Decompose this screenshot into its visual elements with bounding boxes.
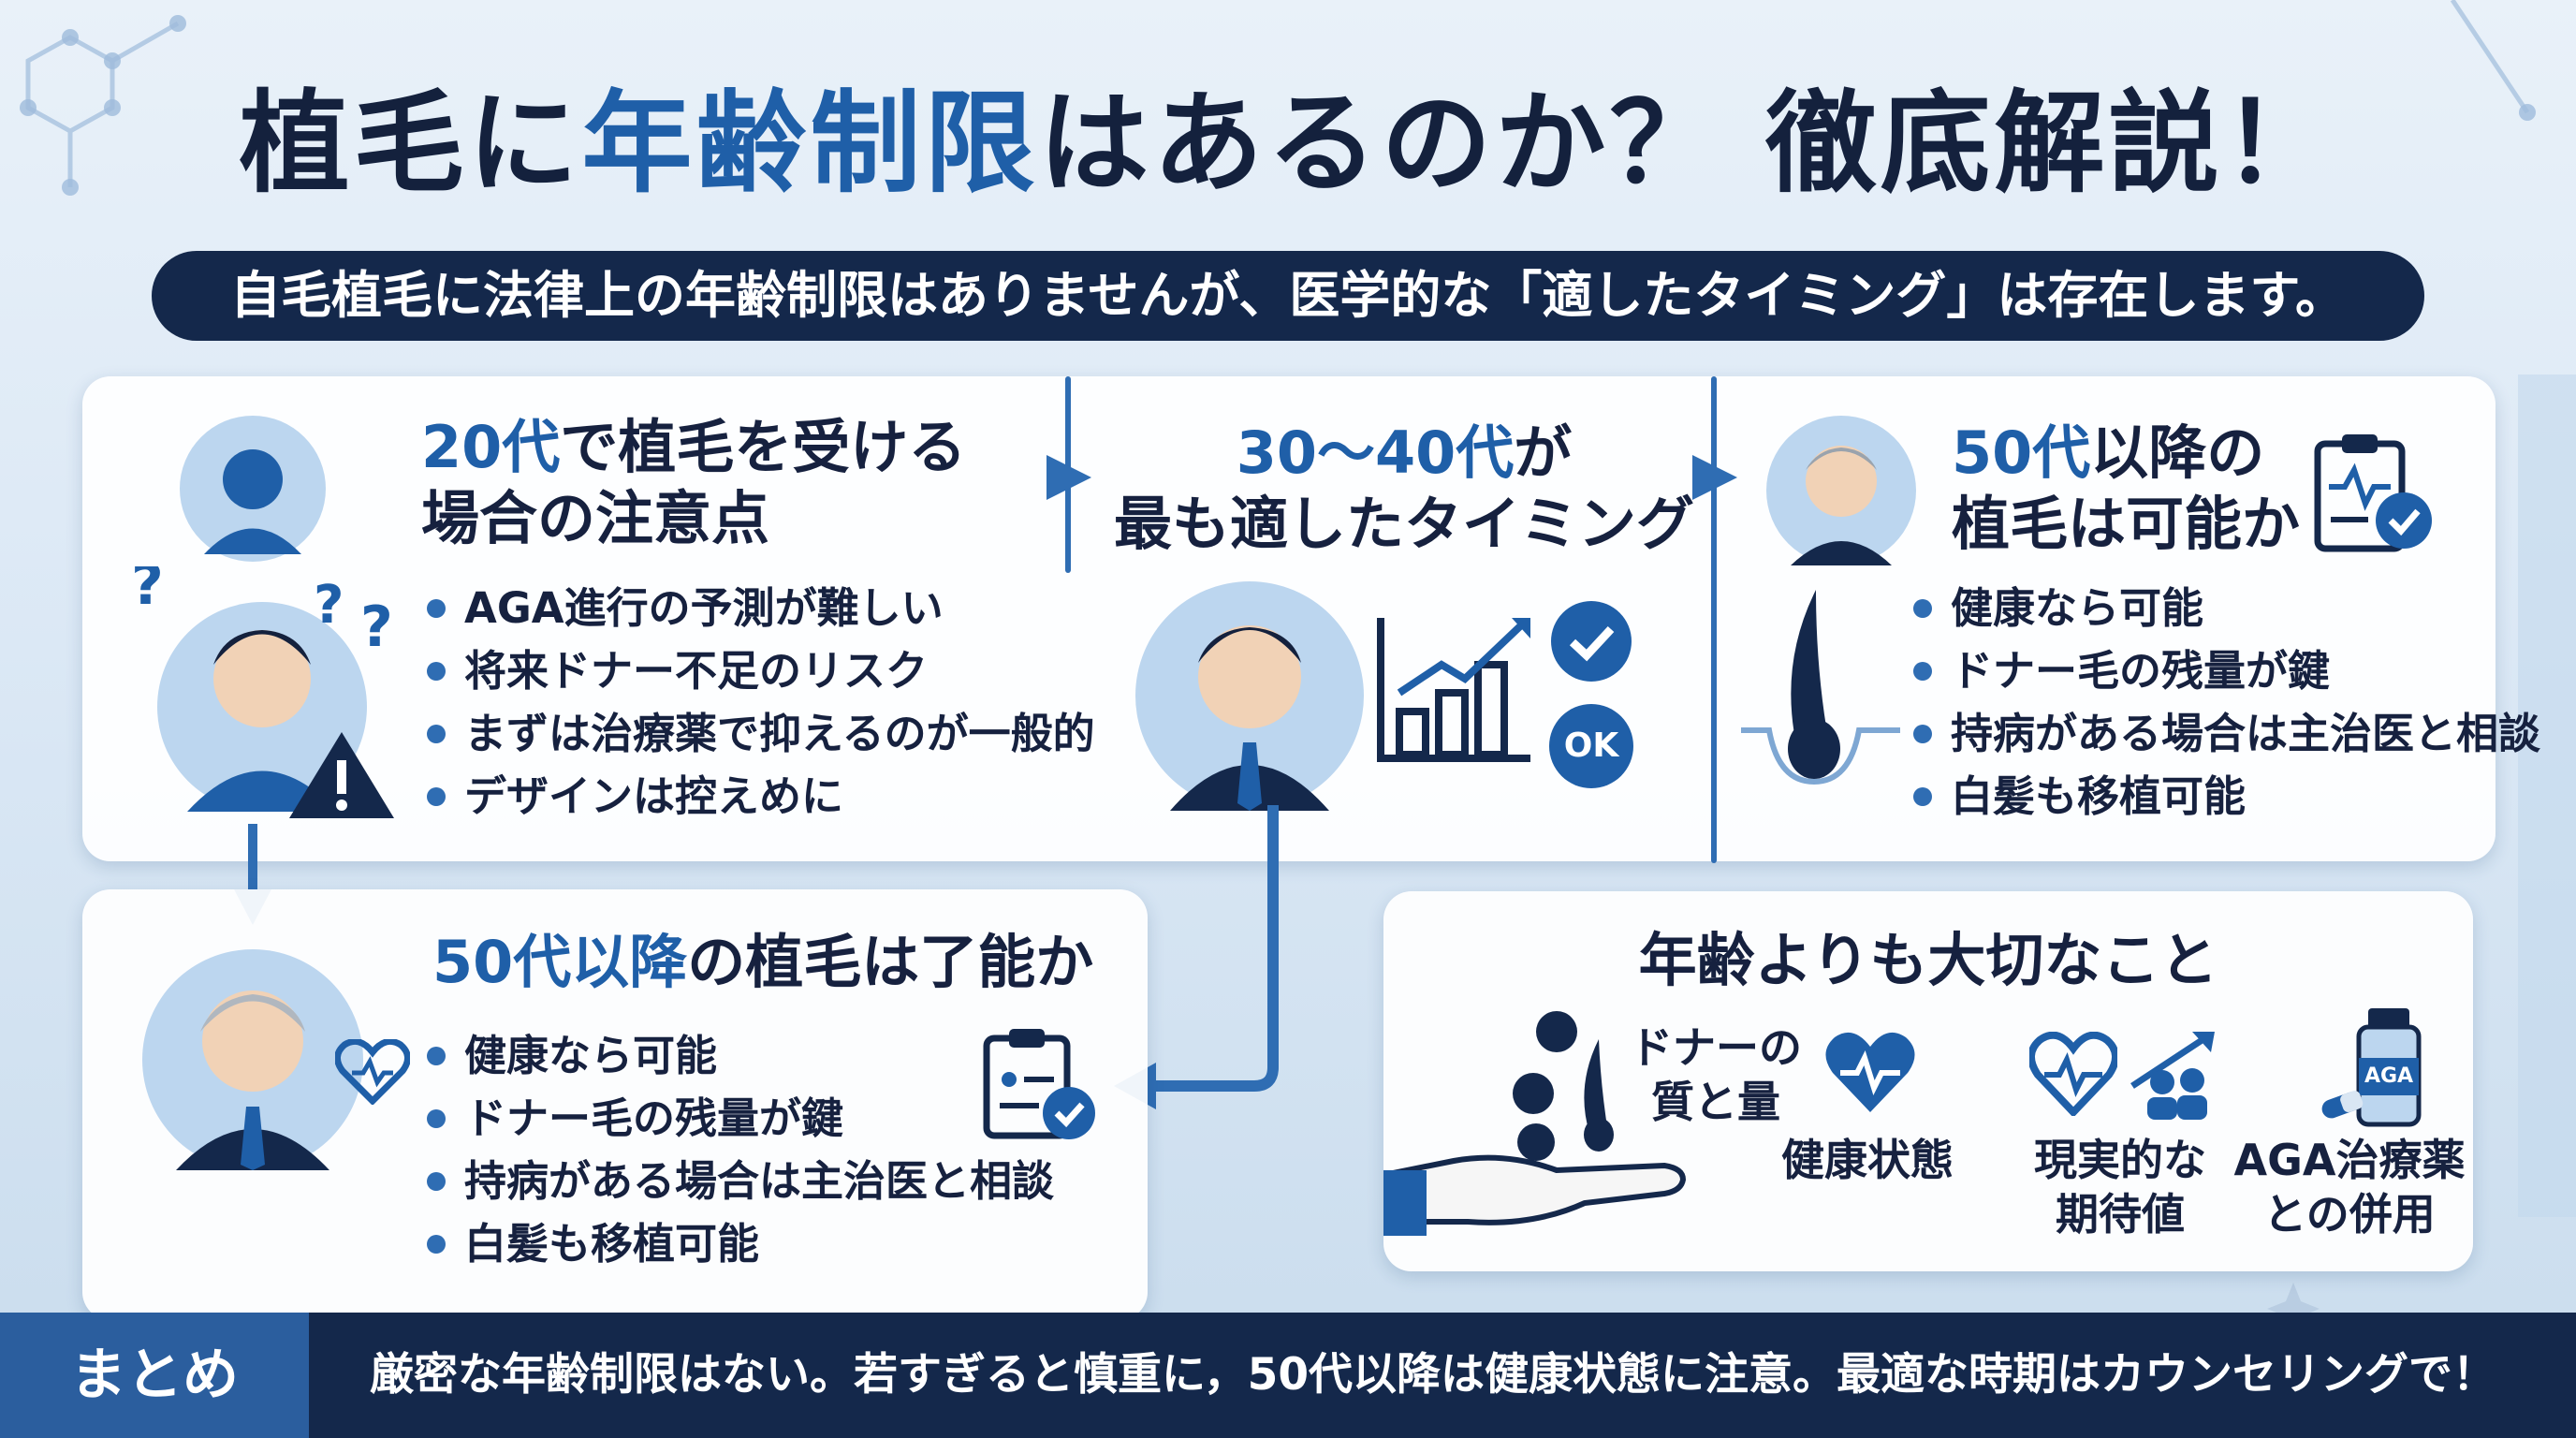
growth-chart-icon — [1377, 618, 1530, 762]
list-item: 持病がある場合は主治医と相談 — [423, 1150, 1054, 1212]
summary-bar — [0, 1313, 2576, 1438]
section-30s-heading: 30〜40代が 最も適したタイミング — [1114, 418, 1695, 558]
ok-badge: OK — [1549, 704, 1633, 788]
hair-follicle-icon — [1741, 590, 1900, 785]
summary-text: 厳密な年齢制限はない。若すぎると慎重に，50代以降は健康状態に注意。最適な時期は… — [370, 1349, 2497, 1401]
arrow-right-icon — [1046, 455, 1091, 500]
important-heading: 年齢よりも大切なこと — [1638, 926, 2218, 994]
list-item: 白髪も移植可能 — [423, 1212, 1054, 1275]
warning-icon — [289, 732, 394, 818]
svg-text:?: ? — [314, 575, 344, 636]
divider-right — [1711, 376, 1717, 863]
factor-medication-label: AGA治療薬との併用 — [2233, 1135, 2466, 1240]
heart-pulse-icon — [2029, 1032, 2117, 1116]
list-item: デザインは控えめに — [423, 765, 1095, 828]
section-50s-bottom-heading: 50代以降の植毛は了能か — [432, 928, 1094, 996]
list-item: まずは治療薬で抑えるのが一般的 — [423, 702, 1095, 765]
clipboard-check-icon — [2314, 434, 2432, 552]
section-50s-top-list: 健康なら可能 ドナー毛の残量が鍵 持病がある場合は主治医と相談 白髪も移植可能 — [1910, 577, 2540, 828]
heart-pulse-icon — [1825, 1032, 1915, 1112]
check-circle-icon — [1551, 601, 1632, 682]
section-50s-top-heading: 50代以降の 植毛は可能か — [1952, 418, 2301, 558]
section-20s-list: AGA進行の予測が難しい 将来ドナー不足のリスク まずは治療薬で抑えるのが一般的… — [423, 577, 1095, 828]
hand-holding-hair-icon — [1383, 1011, 1687, 1236]
arrow-right-icon — [1692, 455, 1737, 500]
businessman-avatar-icon — [1135, 581, 1364, 811]
growth-people-icon — [2130, 1032, 2215, 1120]
medicine-bottle-icon: AGA — [2320, 1006, 2451, 1128]
young-man-avatar-icon — [180, 416, 326, 562]
senior-man-avatar-icon — [1766, 416, 1916, 565]
clipboard-check-icon — [983, 1029, 1095, 1139]
list-item: 健康なら可能 — [423, 1024, 1054, 1087]
section-50s-bottom-list: 健康なら可能 ドナー毛の残量が鍵 持病がある場合は主治医と相談 白髪も移植可能 — [423, 1024, 1054, 1275]
confused-young-man-icon: ? ? ? — [131, 566, 393, 812]
factor-health-label: 健康状態 — [1781, 1135, 1954, 1185]
page-title: 植毛に年齢制限はあるのか？ 徹底解説！ — [239, 79, 2337, 208]
svg-text:?: ? — [360, 594, 393, 660]
subtitle-banner: 自毛植毛に法律上の年齢制限はありませんが、医学的な「適したタイミング」は存在しま… — [152, 251, 2424, 341]
list-item: 健康なら可能 — [1910, 577, 2540, 639]
heart-pulse-icon — [335, 1039, 410, 1105]
section-20s-heading: 20代で植毛を受ける 場合の注意点 — [421, 413, 967, 552]
list-item: ドナー毛の残量が鍵 — [1910, 639, 2540, 702]
svg-text:?: ? — [131, 566, 164, 618]
senior-businessman-avatar-icon — [142, 949, 363, 1170]
factor-expectation-label: 現実的な期待値 — [2034, 1135, 2206, 1240]
list-item: 持病がある場合は主治医と相談 — [1910, 702, 2540, 765]
list-item: 白髪も移植可能 — [1910, 765, 2540, 828]
list-item: 将来ドナー不足のリスク — [423, 639, 1095, 702]
list-item: ドナー毛の残量が鍵 — [423, 1087, 1054, 1150]
bottle-label: AGA — [2364, 1064, 2414, 1088]
summary-label: まとめ — [0, 1313, 309, 1438]
factor-donor-label: ドナーの質と量 — [1630, 1022, 1802, 1127]
list-item: AGA進行の予測が難しい — [423, 577, 1095, 639]
